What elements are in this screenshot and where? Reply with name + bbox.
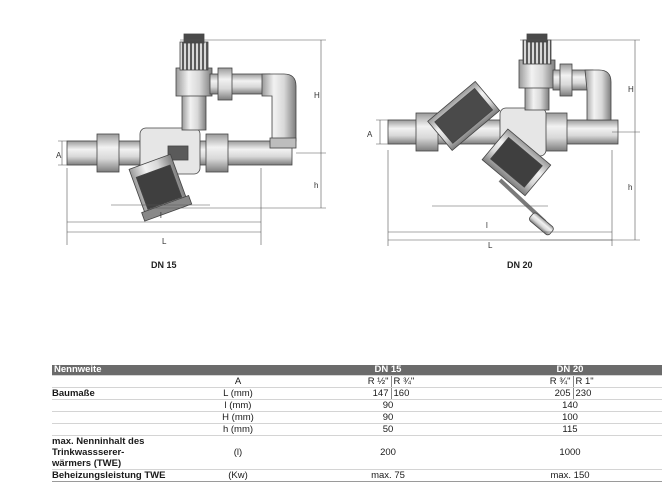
dn15-dim-l: l	[160, 211, 162, 220]
dn20-A-1: R ¾"	[537, 376, 574, 387]
dn20-dimension-lines	[376, 39, 640, 246]
dn15-valve-drawing	[66, 33, 297, 222]
dn15-caption: DN 15	[151, 260, 177, 270]
table-row-power: Beheizungsleistung TWE (Kw) max. 75 max.…	[52, 469, 662, 482]
dn15-h: 50	[298, 423, 478, 436]
dn15-l: 90	[298, 399, 478, 412]
table-header-row: Nennweite DN 15 DN 20	[52, 365, 662, 376]
dn20-dim-H: H	[628, 85, 634, 94]
dn15-L: 147 160	[298, 387, 478, 400]
table-row-H: H (mm) 90 100	[52, 411, 662, 424]
spec-table: Nennweite DN 15 DN 20 A R ½" R ¾" R ¾" R…	[52, 365, 662, 482]
table-row-volume: max. Nenninhalt des Trinkwassserer- wärm…	[52, 435, 662, 470]
table-row-l: l (mm) 90 140	[52, 399, 662, 412]
header-nennweite: Nennweite	[52, 365, 178, 376]
dn20-dim-h: h	[628, 183, 632, 192]
unit-volume: (l)	[178, 435, 298, 470]
drawings-canvas: A L l H h	[56, 33, 640, 250]
row-label-empty	[52, 399, 178, 412]
dn15-L-1: 147	[355, 388, 392, 399]
unit-H: H (mm)	[178, 411, 298, 424]
dn15-dimension-lines	[58, 39, 326, 245]
dn20-L-1: 205	[537, 388, 574, 399]
row-label-empty	[52, 423, 178, 436]
dn15-volume: 200	[298, 435, 478, 470]
dn15-dim-A: A	[56, 151, 62, 160]
dn20-A-2: R 1"	[575, 376, 594, 387]
dn20-power: max. 150	[478, 469, 662, 482]
dn20-volume: 1000	[478, 435, 662, 470]
dn15-dim-L: L	[162, 237, 167, 246]
dn15-L-2: 160	[393, 388, 410, 399]
dn20-dim-A: A	[367, 130, 373, 139]
dn20-L-2: 230	[575, 388, 592, 399]
dn20-H: 100	[478, 411, 662, 424]
table-row-L: Baumaße L (mm) 147 160 205 230	[52, 387, 662, 400]
table-row-A: A R ½" R ¾" R ¾" R 1"	[52, 375, 662, 388]
dn15-A-1: R ½"	[355, 376, 392, 387]
unit-power: (Kw)	[178, 469, 298, 482]
dn20-A: R ¾" R 1"	[478, 375, 662, 388]
unit-h: h (mm)	[178, 423, 298, 436]
dn20-L: 205 230	[478, 387, 662, 400]
header-dn20: DN 20	[478, 365, 662, 376]
unit-A: A	[178, 375, 298, 388]
dn20-l: 140	[478, 399, 662, 412]
volume-label-line1: max. Nenninhalt des	[52, 436, 145, 447]
volume-label-line3: wärmers (TWE)	[52, 458, 122, 469]
dn20-valve-drawing	[387, 33, 619, 236]
dn15-dim-H: H	[314, 91, 320, 100]
dn20-dim-l: l	[486, 221, 488, 230]
volume-label: max. Nenninhalt des Trinkwassserer- wärm…	[52, 435, 178, 470]
dn20-dim-L: L	[488, 241, 493, 250]
dn15-dim-h: h	[314, 181, 318, 190]
header-dn15: DN 15	[298, 365, 478, 376]
header-spacer	[178, 365, 298, 376]
technical-drawings: A L l H h	[56, 33, 640, 270]
power-label: Beheizungsleistung TWE	[52, 469, 178, 482]
row-label-empty	[52, 375, 178, 388]
volume-label-line2: Trinkwassserer-	[52, 447, 125, 458]
dn15-power: max. 75	[298, 469, 478, 482]
dn15-A: R ½" R ¾"	[298, 375, 478, 388]
dn20-caption: DN 20	[507, 260, 533, 270]
unit-l: l (mm)	[178, 399, 298, 412]
group-label-baumasse: Baumaße	[52, 387, 178, 400]
dn20-h: 115	[478, 423, 662, 436]
table-row-h: h (mm) 50 115	[52, 423, 662, 436]
unit-L: L (mm)	[178, 387, 298, 400]
dn15-A-2: R ¾"	[393, 376, 415, 387]
dn15-H: 90	[298, 411, 478, 424]
row-label-empty	[52, 411, 178, 424]
